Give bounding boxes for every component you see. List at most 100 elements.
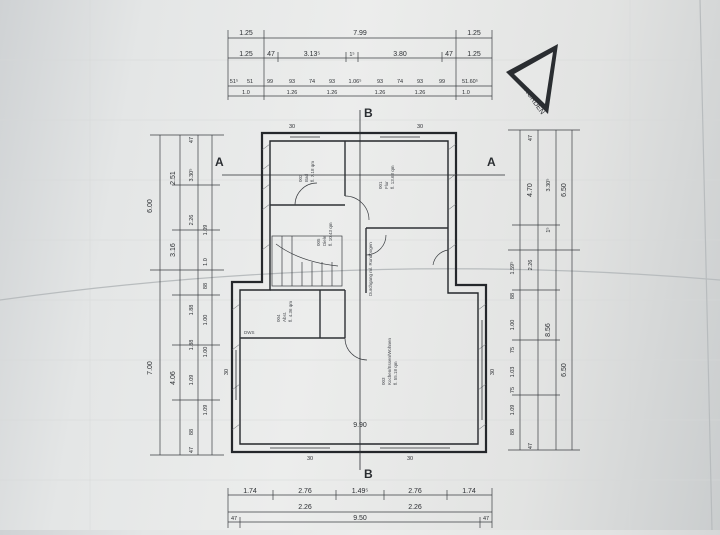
left-outer-1: 7.00 xyxy=(147,361,154,375)
svg-text:Flur: Flur xyxy=(384,181,389,189)
svg-text:Kochen/Essen/Wohnen: Kochen/Essen/Wohnen xyxy=(387,338,392,385)
interior-dim-0: 9.90 xyxy=(353,422,367,429)
svg-text:fl. 10.43 qm: fl. 10.43 qm xyxy=(328,222,333,246)
interior-walls xyxy=(240,141,448,339)
interior-dim-5: 30 xyxy=(224,369,230,375)
section-a-left: A xyxy=(215,155,224,169)
bottom-dim-2-1: 2.26 xyxy=(408,504,422,511)
svg-text:fl. 7.18 qm: fl. 7.18 qm xyxy=(310,161,315,182)
top-dim-2-2: 3.13⁵ xyxy=(304,51,321,58)
left-inner-8: 1.88 xyxy=(189,340,195,351)
right-inner-11: 88 xyxy=(510,429,516,435)
building-walls xyxy=(230,131,488,454)
top-dim-3-4: 74 xyxy=(309,79,315,85)
right-inner-2: 1⁵ xyxy=(545,227,552,232)
top-dim-4-1: 1.26 xyxy=(287,90,298,96)
top-dim-4-4: 1.26 xyxy=(415,90,426,96)
right-inner-10: 1.09 xyxy=(510,405,516,416)
right-mid-0: 4.70 xyxy=(527,183,534,197)
left-mid-2: 4.06 xyxy=(170,371,177,385)
top-dimension-lines xyxy=(227,30,493,100)
room-label-diele: 005 Diele fl. 10.43 qm xyxy=(316,222,333,246)
top-dim-3-10: 99 xyxy=(439,79,445,85)
room-label-wohnen: 003 Kochen/Essen/Wohnen fl. 55.18 qm xyxy=(381,338,398,385)
interior-dim-1: 30 xyxy=(289,124,295,130)
bottom-dimension-lines xyxy=(227,488,493,528)
right-dimension-lines xyxy=(508,129,580,451)
svg-text:002: 002 xyxy=(298,174,303,182)
top-dim-2-0: 1.25 xyxy=(239,51,253,58)
top-dim-2-1: 47 xyxy=(267,51,275,58)
left-inner-3: 1.09 xyxy=(203,225,209,236)
left-inner-0: 47 xyxy=(189,137,195,143)
top-dim-4-5: 1.0 xyxy=(462,90,470,96)
right-inner-12: 47 xyxy=(528,443,534,449)
left-inner-5: 88 xyxy=(203,283,209,289)
left-mid-1: 3.16 xyxy=(170,243,177,257)
right-inner-1: 3.30⁵ xyxy=(545,179,552,192)
room-label-flur: 001 Flur fl. 13.63 qm xyxy=(378,165,395,189)
left-mid-0: 2.51 xyxy=(170,171,177,185)
interior-dim-3: 30 xyxy=(307,456,313,462)
bottom-dim-1-3: 2.76 xyxy=(408,488,422,495)
left-inner-7: 1.00 xyxy=(203,315,209,326)
right-inner-0: 47 xyxy=(528,135,534,141)
left-inner-1: 3.30⁵ xyxy=(188,169,195,182)
top-dim-2-5: 47 xyxy=(445,51,453,58)
right-mid-1: 8.56 xyxy=(545,323,552,337)
top-dim-3-7: 93 xyxy=(377,79,383,85)
top-dim-3-3: 93 xyxy=(289,79,295,85)
top-dim-4-3: 1.26 xyxy=(375,90,386,96)
right-inner-3: 2.26 xyxy=(528,260,534,271)
bottom-dim-1-4: 1.74 xyxy=(462,488,476,495)
svg-text:fl. 4.36 qm: fl. 4.36 qm xyxy=(288,301,293,322)
passage-label: Durchgang ml. Rundbogen xyxy=(368,242,373,296)
bottom-dim-3-0: 47 xyxy=(231,516,237,522)
svg-text:003: 003 xyxy=(381,377,386,385)
dws-label: DWS xyxy=(244,330,255,335)
top-dim-1-2: 1.25 xyxy=(467,30,481,37)
left-inner-10: 1.09 xyxy=(189,375,195,386)
svg-text:Bad: Bad xyxy=(304,173,309,182)
svg-text:001: 001 xyxy=(378,181,383,189)
top-dim-3-11: 51.60⁵ xyxy=(462,78,478,85)
door-swings xyxy=(294,182,449,361)
section-b-bottom: B xyxy=(364,467,373,481)
left-inner-4: 1.0 xyxy=(203,258,209,266)
svg-text:005: 005 xyxy=(316,238,321,246)
bottom-dim-1-0: 1.74 xyxy=(243,488,257,495)
left-inner-13: 47 xyxy=(189,447,195,453)
bottom-dim-1-2: 1.49⁵ xyxy=(352,488,369,495)
svg-text:Abst.: Abst. xyxy=(282,312,287,322)
windows xyxy=(235,136,483,449)
bottom-dim-3-1: 9.50 xyxy=(353,515,367,522)
right-inner-7: 75 xyxy=(510,347,516,353)
left-dimension-lines xyxy=(150,134,224,456)
right-outer-0: 6.50 xyxy=(561,183,568,197)
top-dim-4-0: 1.0 xyxy=(242,90,250,96)
top-dim-3-5: 93 xyxy=(329,79,335,85)
right-outer-1: 6.50 xyxy=(561,363,568,377)
top-dim-2-3: 1⁵ xyxy=(349,51,354,58)
top-dim-3-8: 74 xyxy=(397,79,403,85)
svg-text:fl. 13.63 qm: fl. 13.63 qm xyxy=(390,165,395,189)
interior-dim-4: 30 xyxy=(407,456,413,462)
top-dim-3-0: 51⁵ xyxy=(230,78,238,85)
bottom-dim-1-1: 2.76 xyxy=(298,488,312,495)
top-dim-1-0: 1.25 xyxy=(239,30,253,37)
right-inner-8: 1.03 xyxy=(510,367,516,378)
top-dim-3-1: 51 xyxy=(247,79,253,85)
top-dim-1-1: 7.99 xyxy=(353,30,367,37)
north-arrow-icon xyxy=(506,44,558,114)
top-dim-3-6: 1.06⁵ xyxy=(349,78,362,85)
room-label-abst: 004 Abst. fl. 4.36 qm xyxy=(276,301,293,322)
right-inner-5: 88 xyxy=(510,293,516,299)
staircase xyxy=(271,235,343,287)
left-inner-2: 2.26 xyxy=(189,215,195,226)
left-inner-9: 1.00 xyxy=(203,347,209,358)
right-inner-6: 1.00 xyxy=(510,320,516,331)
top-dim-2-6: 1.25 xyxy=(467,51,481,58)
svg-text:fl. 55.18 qm: fl. 55.18 qm xyxy=(393,361,398,385)
